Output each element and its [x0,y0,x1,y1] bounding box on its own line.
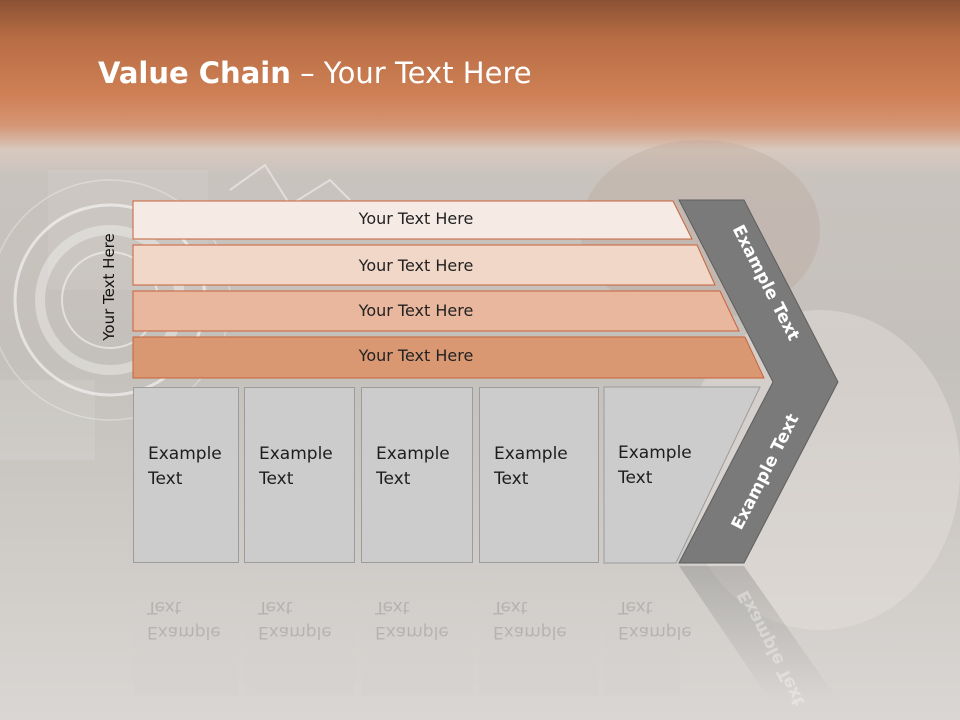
band-4-shape [132,336,765,379]
box-3-reflection: Example Text [361,566,473,696]
band-2-shape [132,244,716,286]
box-5: Example Text [604,387,692,563]
box-4-text: Example Text [494,444,568,489]
box-5-reflection: Example Text [604,566,692,696]
box-3-text: Example Text [376,444,450,489]
box-2-reflection: Example Text [244,566,355,696]
box-2-text: Example Text [259,444,333,489]
box-1-text: Example Text [148,444,222,489]
band-2-text: Your Text Here [358,256,474,275]
band-3-shape [132,290,740,332]
box-4-reflection-text: Example Text [493,597,567,642]
box-5-shape [603,386,761,564]
box-1-reflection: Example Text [133,566,239,696]
band-3-text: Your Text Here [358,301,474,320]
band-1-text: Your Text Here [358,209,474,228]
band-4-text: Your Text Here [358,346,474,365]
box-5-text: Example Text [618,443,692,488]
box-4-reflection: Example Text [479,566,599,696]
box-3: Example Text [361,387,473,563]
box-5-reflection-text: Example Text [618,597,692,642]
chevron-shape [678,199,839,564]
box-4: Example Text [479,387,599,563]
box-2-reflection-text: Example Text [258,597,332,642]
box-3-reflection-text: Example Text [375,597,449,642]
band-1-shape [132,200,693,240]
title-rest: – Your Text Here [290,56,532,90]
slide-title: Value Chain – Your Text Here [98,56,532,90]
title-bold: Value Chain [98,56,291,90]
box-2: Example Text [244,387,355,563]
chevron-reflection [679,566,838,700]
box-1-reflection-text: Example Text [147,597,221,642]
box-1: Example Text [133,387,239,563]
